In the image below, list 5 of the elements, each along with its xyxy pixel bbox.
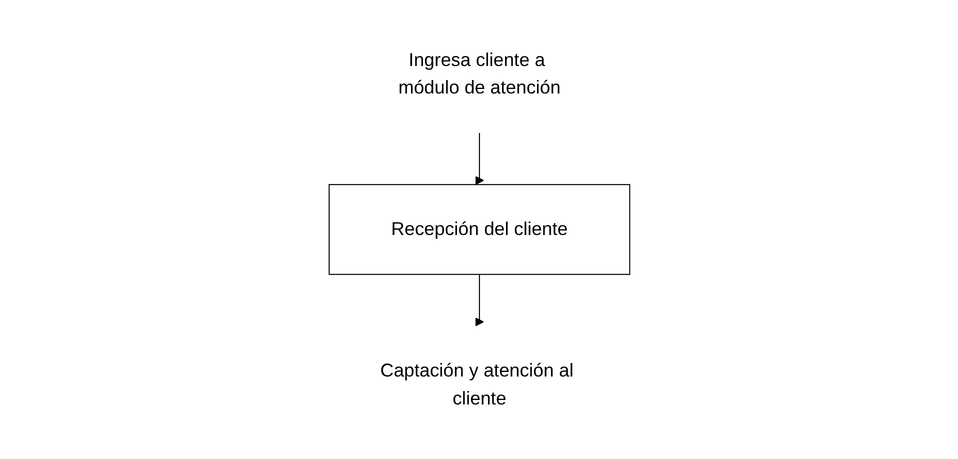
node-box: Recepción del cliente	[328, 184, 630, 275]
node-text: Ingresa cliente a módulo de atención	[398, 49, 560, 98]
arrow	[474, 274, 484, 326]
arrow	[474, 132, 484, 185]
node-text: Captación y atención al cliente	[380, 360, 574, 409]
